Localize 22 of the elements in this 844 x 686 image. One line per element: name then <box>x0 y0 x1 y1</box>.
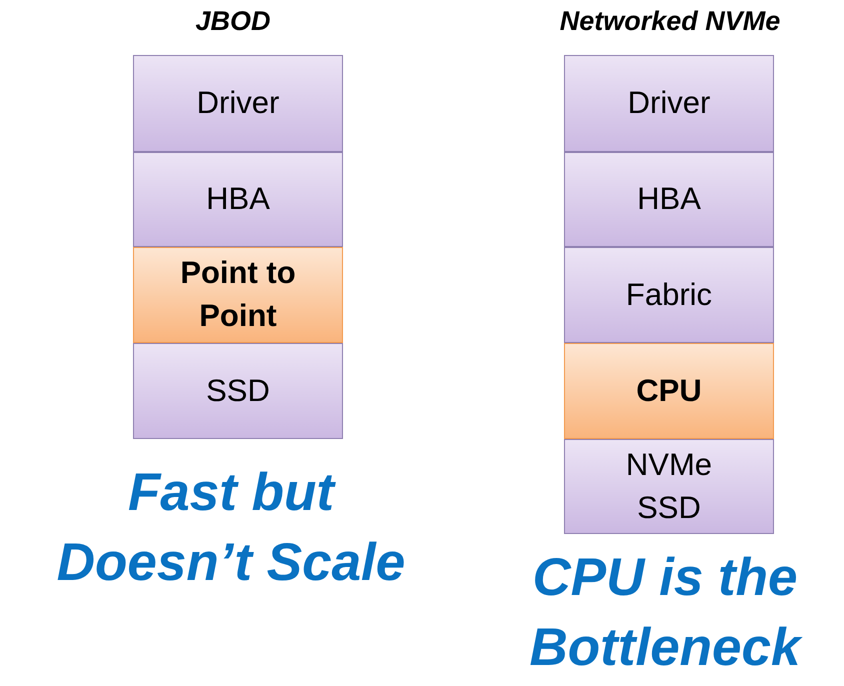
layer-box <box>564 152 774 247</box>
layer-label: Driver <box>626 84 712 122</box>
column-title: Networked NVMe <box>558 6 782 37</box>
layer-label: Driver <box>196 84 280 122</box>
layer-label: Point to Point <box>179 254 297 335</box>
caption-text: Fast but Doesn’t Scale <box>56 462 406 594</box>
layer-label: NVMe SSD <box>624 446 714 526</box>
layer-label: SSD <box>205 372 271 410</box>
column-title: JBOD <box>194 6 272 37</box>
layer-box <box>133 152 343 247</box>
layer-label: CPU <box>635 372 703 410</box>
highlighted-layer-box <box>133 247 343 343</box>
layer-box <box>133 55 343 152</box>
layer-box <box>564 247 774 343</box>
layer-box <box>133 343 343 439</box>
layer-label: HBA <box>636 180 702 218</box>
layer-label: Fabric <box>624 276 714 314</box>
caption-text: CPU is the Bottleneck <box>528 547 804 680</box>
layer-box <box>564 439 774 534</box>
layer-label: HBA <box>205 180 271 218</box>
layer-box <box>564 55 774 152</box>
highlighted-layer-box <box>564 343 774 439</box>
